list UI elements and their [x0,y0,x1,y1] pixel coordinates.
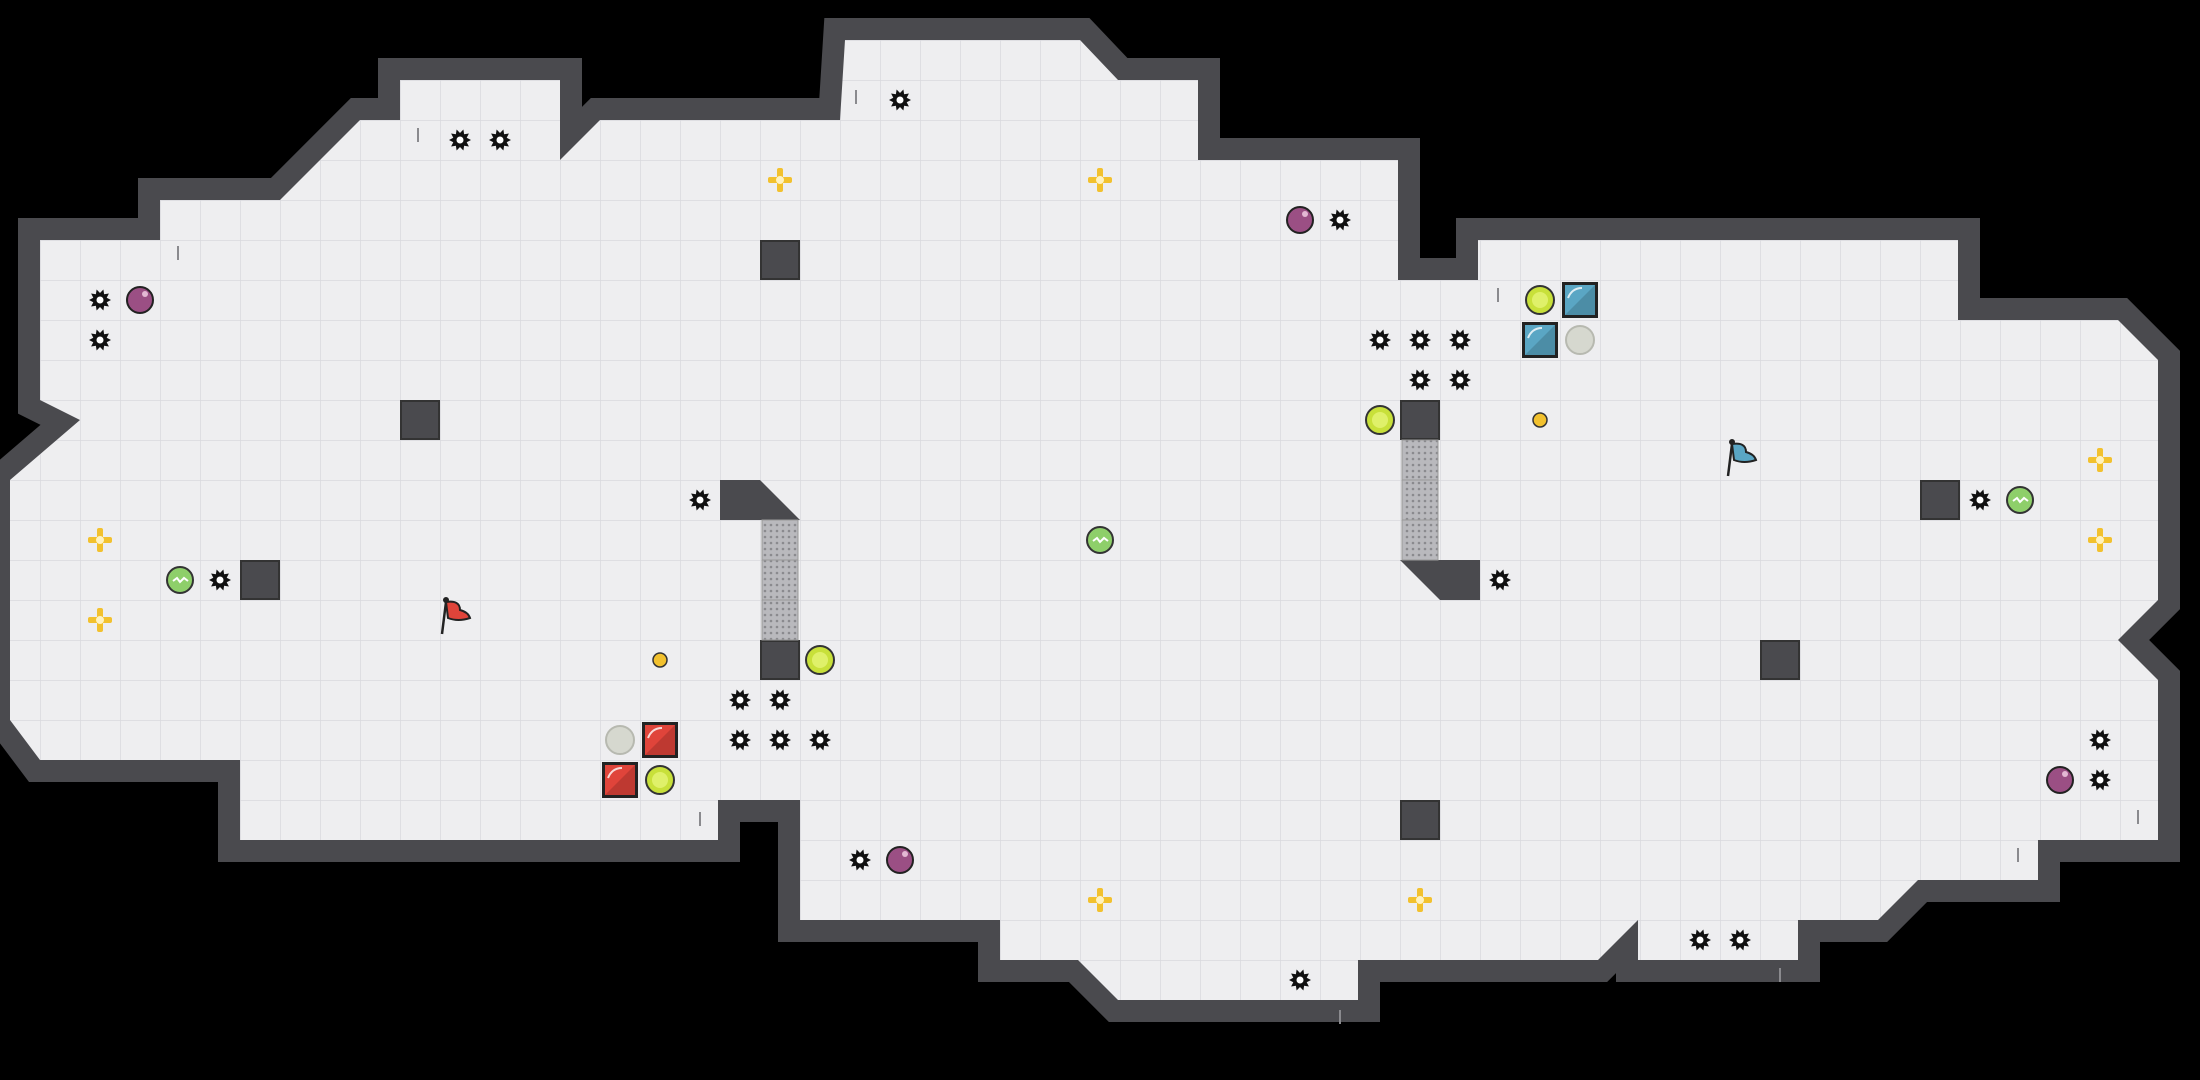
powerup-orb-icon [805,645,835,675]
spike-icon [889,89,911,111]
inactive-orb-icon [1565,325,1595,355]
boost-cross-icon [2088,528,2112,552]
boost-cross-icon [768,168,792,192]
grate-icon [1401,479,1439,521]
wall-block-icon [240,560,280,600]
wall-block-icon [1760,640,1800,680]
grate-icon [761,519,799,561]
grate-icon [1401,519,1439,561]
boost-cross-icon [1088,168,1112,192]
wall-block-icon [1400,400,1440,440]
bounce-orb-icon [2006,486,2034,514]
blue-flag-icon[interactable] [1726,439,1758,477]
spike-icon [1369,329,1391,351]
grate-icon [761,559,799,601]
wall-block-icon [1920,480,1960,520]
spike-icon [89,329,111,351]
red-flag-icon[interactable] [440,597,472,635]
spike-icon [729,689,751,711]
boost-cross-icon [88,608,112,632]
spike-icon [1689,929,1711,951]
spike-icon [1289,969,1311,991]
small-coin-icon [1532,412,1548,428]
bomb-icon [886,846,914,874]
spike-icon [1969,489,1991,511]
boost-cross-icon [88,528,112,552]
spike-icon [1449,369,1471,391]
blue-team-tile-icon [1562,282,1598,318]
inactive-orb-icon [605,725,635,755]
spike-icon [1489,569,1511,591]
wall-block-icon [760,240,800,280]
ledge-left [720,480,800,520]
boost-cross-icon [1088,888,1112,912]
spike-icon [209,569,231,591]
spike-icon [1449,329,1471,351]
spike-icon [729,729,751,751]
wall-block-icon [1400,800,1440,840]
spike-icon [1409,369,1431,391]
blue-team-tile-icon [1522,322,1558,358]
bounce-orb-icon [166,566,194,594]
spike-icon [849,849,871,871]
bomb-icon [1286,206,1314,234]
red-team-tile-icon [642,722,678,758]
grate-icon [761,599,799,641]
spike-icon [769,689,791,711]
spike-icon [489,129,511,151]
spike-icon [449,129,471,151]
spike-icon [2089,729,2111,751]
bounce-orb-icon [1086,526,1114,554]
arena-floor [10,40,2158,1000]
powerup-orb-icon [1365,405,1395,435]
wall-block-icon [400,400,440,440]
spike-icon [2089,769,2111,791]
powerup-orb-icon [645,765,675,795]
spike-icon [1409,329,1431,351]
ledge-right [1400,560,1480,600]
grate-icon [1401,439,1439,481]
spike-icon [809,729,831,751]
spike-icon [689,489,711,511]
boost-cross-icon [2088,448,2112,472]
spike-icon [769,729,791,751]
boost-cross-icon [1408,888,1432,912]
small-coin-icon [652,652,668,668]
red-team-tile-icon [602,762,638,798]
wall-block-icon [760,640,800,680]
spike-icon [1729,929,1751,951]
spike-icon [89,289,111,311]
powerup-orb-icon [1525,285,1555,315]
bomb-icon [126,286,154,314]
bomb-icon [2046,766,2074,794]
spike-icon [1329,209,1351,231]
